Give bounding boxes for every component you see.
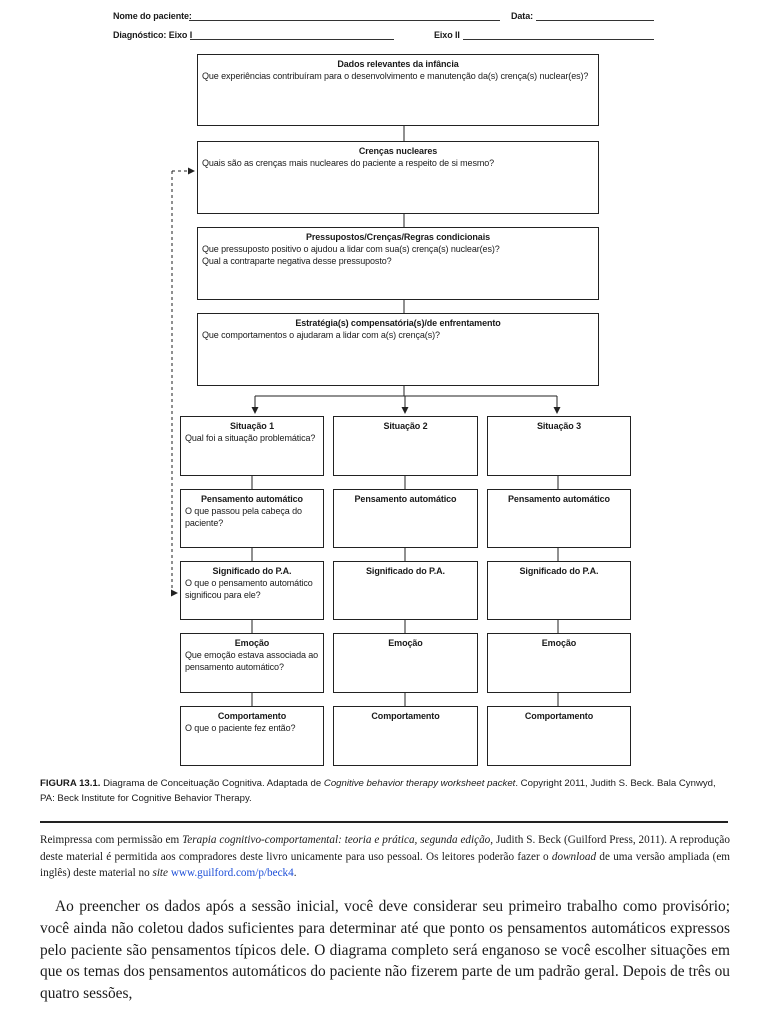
emotion-title: Emoção [234, 638, 270, 648]
behavior-title: Comportamento [371, 711, 440, 721]
note-download-word: download [551, 850, 597, 863]
behavior-title: Comportamento [217, 711, 287, 721]
situation-title: Situação 2 [383, 421, 428, 431]
diagnosis-axis1-line [190, 39, 394, 40]
automatic-thought-box: Pensamento automático [487, 489, 631, 548]
emotion-question: Que emoção estava associada ao pensament… [185, 650, 319, 672]
behavior-title: Comportamento [524, 711, 594, 721]
situation-box: Situação 3 [487, 416, 631, 476]
note-book-title: Terapia cognitivo-comportamental: teoria… [182, 834, 491, 846]
situation-box: Situação 2 [333, 416, 478, 476]
note-text: Reimpressa com permissão em [40, 834, 183, 846]
assumptions-question-negative: Qual a contraparte negativa desse pressu… [202, 256, 392, 266]
figure-label: FIGURA 13.1. [40, 778, 101, 789]
childhood-data-question: Que experiências contribuíram para o des… [202, 71, 589, 81]
emotion-box: Emoção [487, 633, 631, 693]
note-text: . [293, 867, 297, 879]
compensatory-strategies-question: Que comportamentos o ajudaram a lidar co… [202, 330, 440, 340]
behavior-box: Comportamento [333, 706, 478, 766]
figure-caption: FIGURA 13.1. Diagrama de Conceituação Co… [40, 776, 730, 806]
childhood-data-box: Dados relevantes da infância Que experiê… [197, 54, 599, 126]
emotion-title: Emoção [388, 638, 423, 648]
emotion-box: Emoção [333, 633, 478, 693]
core-beliefs-question: Quais são as crenças mais nucleares do p… [202, 158, 495, 168]
assumptions-box: Pressupostos/Crenças/Regras condicionais… [197, 227, 599, 300]
assumptions-title: Pressupostos/Crenças/Regras condicionais [305, 232, 491, 242]
date-line [536, 20, 654, 21]
diagram-connectors [171, 126, 561, 706]
situation-box: Situação 1 Qual foi a situação problemát… [180, 416, 324, 476]
thought-meaning-question: O que o pensamento automático significou… [185, 578, 313, 600]
patient-name-label: Nome do paciente: [113, 11, 192, 21]
diagnosis-axis1-label: Diagnóstico: Eixo I [113, 30, 193, 40]
automatic-thought-box: Pensamento automático [333, 489, 478, 548]
automatic-thought-title: Pensamento automático [354, 494, 457, 504]
behavior-box: Comportamento O que o paciente fez então… [180, 706, 324, 766]
guilford-link[interactable]: www.guilford.com/p/beck4 [170, 867, 294, 879]
compensatory-strategies-title: Estratégia(s) compensatória(s)/de enfren… [295, 318, 501, 328]
axis2-label: Eixo II [434, 30, 460, 40]
situation-title: Situação 1 [229, 421, 275, 431]
caption-text: Diagrama de Conceituação Cognitiva. Adap… [100, 778, 324, 789]
core-beliefs-title: Crenças nucleares [358, 146, 438, 156]
core-beliefs-box: Crenças nucleares Quais são as crenças m… [197, 141, 599, 214]
compensatory-strategies-box: Estratégia(s) compensatória(s)/de enfren… [197, 313, 599, 386]
note-text: de uma versão ampliada (em inglês) deste… [40, 850, 730, 880]
axis2-line [463, 39, 654, 40]
body-paragraph: Ao preencher os dados após a sessão inic… [40, 898, 730, 1003]
emotion-box: Emoção Que emoção estava associada ao pe… [180, 633, 324, 693]
date-label: Data: [511, 11, 534, 21]
automatic-thought-title: Pensamento automático [508, 494, 610, 504]
automatic-thought-question: O que passou pela cabeça do paciente? [185, 506, 302, 528]
thought-meaning-title: Significado do P.A. [366, 566, 445, 576]
thought-meaning-box: Significado do P.A. [333, 561, 478, 620]
thought-meaning-title: Significado do P.A. [519, 566, 599, 576]
note-text: , Judith S. Beck (Guilford Press, 2011).… [40, 834, 730, 863]
behavior-box: Comportamento [487, 706, 631, 766]
automatic-thought-box: Pensamento automático O que passou pela … [180, 489, 324, 548]
emotion-title: Emoção [541, 638, 577, 648]
thought-meaning-title: Significado do P.A. [212, 566, 292, 576]
caption-copyright: . Copyright 2011, Judith S. Beck. Bala C… [40, 778, 716, 804]
situation-question: Qual foi a situação problemática? [185, 433, 316, 443]
behavior-question: O que o paciente fez então? [185, 723, 296, 733]
thought-meaning-box: Significado do P.A. O que o pensamento a… [180, 561, 324, 620]
reprint-note: Reimpressa com permissão em Terapia cogn… [40, 832, 730, 882]
note-site-word: site [152, 867, 169, 879]
thought-meaning-box: Significado do P.A. [487, 561, 631, 620]
childhood-data-title: Dados relevantes da infância [337, 59, 459, 69]
automatic-thought-title: Pensamento automático [201, 494, 303, 504]
caption-source-title: Cognitive behavior therapy worksheet pac… [323, 778, 516, 789]
section-divider [40, 821, 728, 823]
assumptions-question-positive: Que pressuposto positivo o ajudou a lida… [202, 244, 500, 254]
situation-title: Situação 3 [536, 421, 582, 431]
patient-name-line [189, 20, 500, 21]
